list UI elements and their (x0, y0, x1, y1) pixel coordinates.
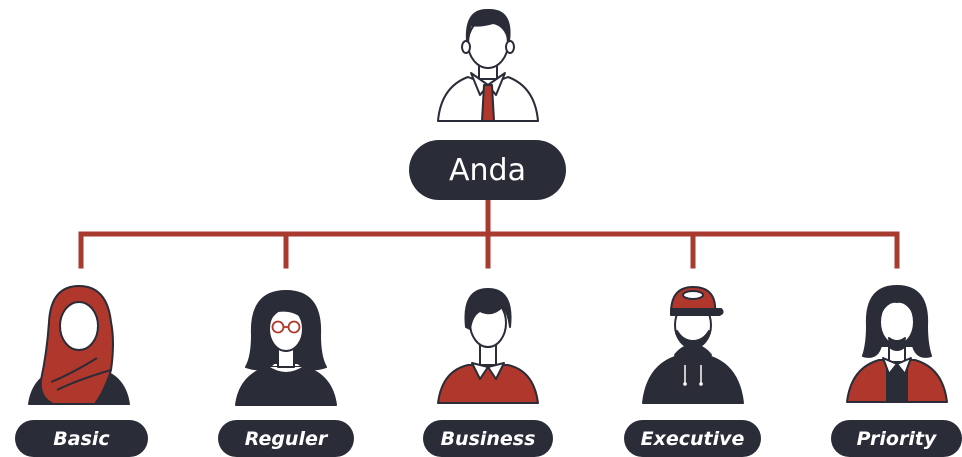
man-long-hair-vest-icon (846, 285, 948, 403)
woman-hijab-icon (28, 285, 130, 405)
member-executive: Executive (624, 420, 761, 457)
member-basic: Basic (15, 420, 148, 457)
member-reguler: Reguler (218, 420, 354, 457)
woman-glasses-icon (235, 290, 337, 406)
member-business: Business (423, 420, 553, 457)
man-collar-shirt-icon (437, 288, 539, 404)
root-node-anda: Anda (409, 140, 566, 200)
man-with-tie-icon (437, 8, 539, 122)
member-priority: Priority (831, 420, 962, 457)
man-cap-hoodie-icon (642, 286, 744, 404)
